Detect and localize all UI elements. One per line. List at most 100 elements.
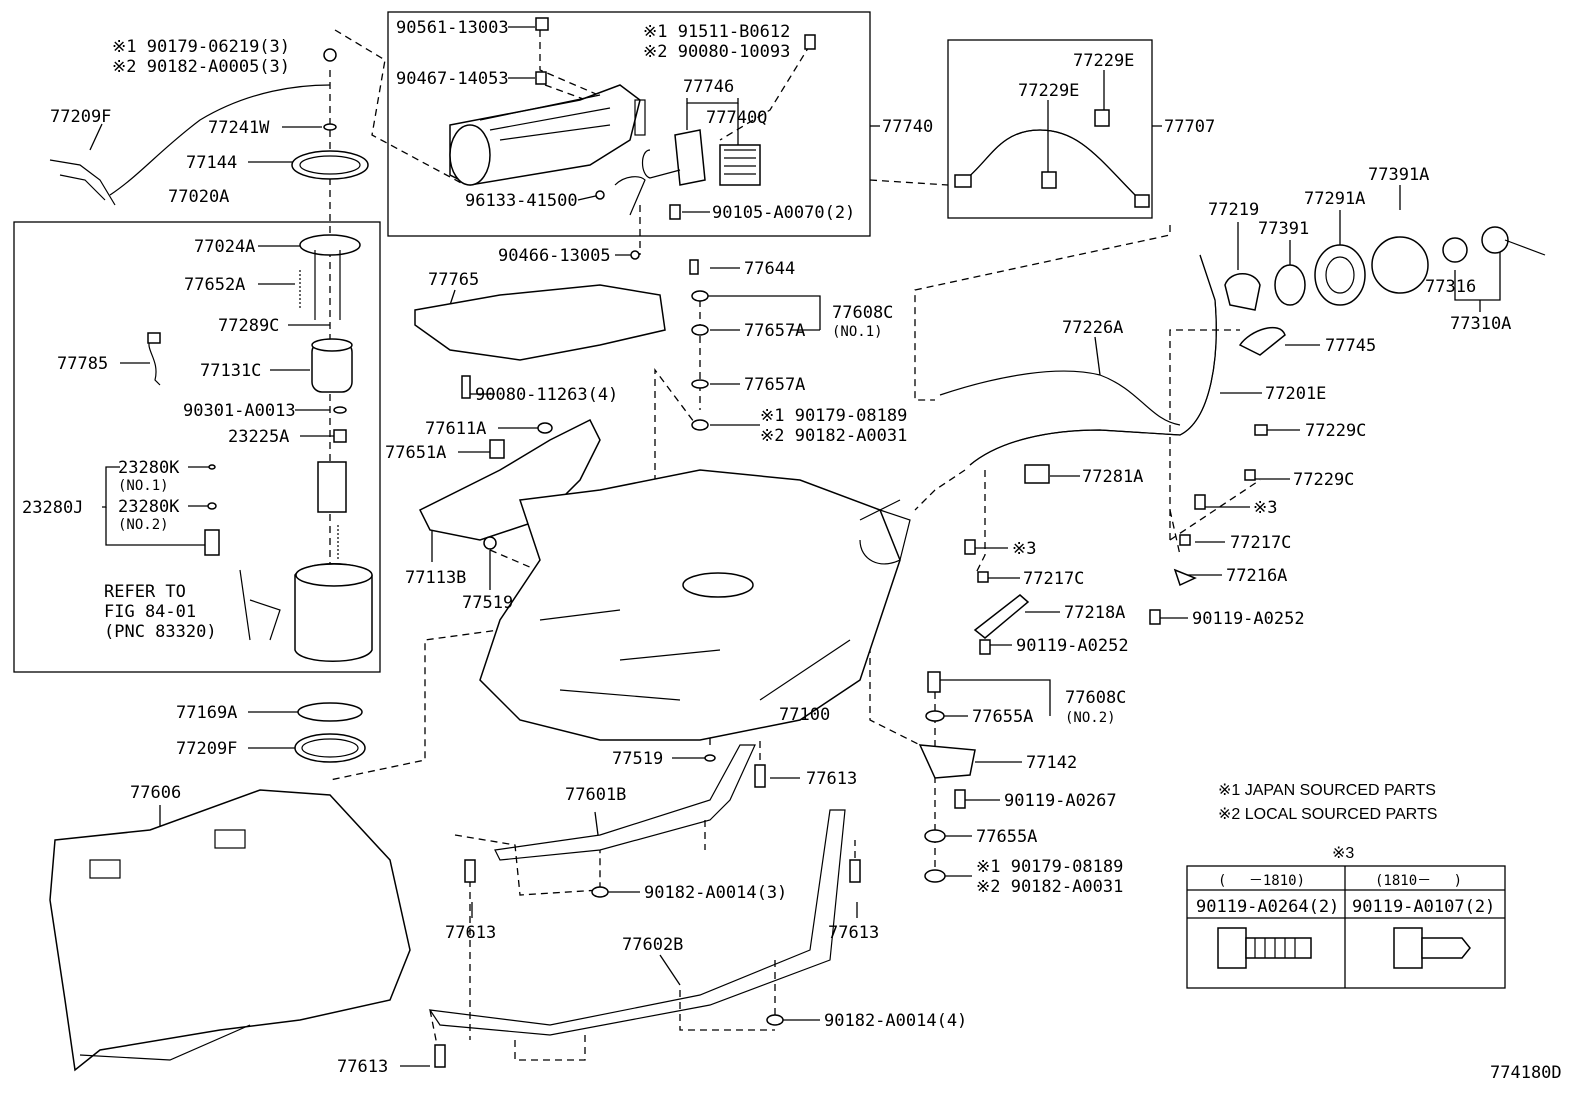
part-label: 77765 [428,270,479,290]
fuel-pump-parts [49,48,373,763]
part-label: 90301-A0013 [183,401,296,421]
heat-insulator [973,594,1030,639]
legend-table [1186,865,1506,989]
part-label: 77652A [184,275,245,295]
part-label: ※2 90080-10093 [643,42,790,62]
part-labels: ※1 90179-06219(3) ※2 90182-A0005(3) 7720… [22,18,1511,1077]
filler-opening [1314,244,1366,306]
table-part-col1: 90119-A0264(2) [1196,897,1339,917]
part-label: 77100 [779,705,830,725]
tank-opening [682,572,754,598]
legend-note-local: ※2 LOCAL SOURCED PARTS [1218,806,1437,823]
part-label: 77144 [186,153,237,173]
part-label: 90467-14053 [396,69,509,89]
bolt-thread-icon [1245,937,1312,959]
part-label: (NO.1) [118,478,169,494]
part-label: 96133-41500 [465,191,578,211]
filler-neck [1224,273,1261,311]
part-label: 90119-A0252 [1192,609,1305,629]
part-label: 90561-13003 [396,18,509,38]
part-label: ※1 90179-08189 [976,857,1123,877]
leader-lines [89,26,1501,1067]
table-header-col1: ( －1810) [1218,873,1305,889]
part-label: 77655A [976,827,1037,847]
part-label: 77219 [1208,200,1259,220]
part-label: REFER TO [104,582,186,602]
part-label: ※1 91511-B0612 [643,22,790,42]
fuel-tank [479,469,901,741]
part-label: 77391 [1258,219,1309,239]
part-label: FIG 84-01 [104,602,196,622]
part-label: 77142 [1026,753,1077,773]
retainer-ring [294,733,366,763]
part-label: 90182-A0014(3) [644,883,787,903]
bolt-head-icon [1393,927,1423,969]
part-label: 77740 [882,117,933,137]
part-label: 90080-11263(4) [475,385,618,405]
part-label: (NO.2) [1065,710,1116,726]
vent-hose-parts [954,109,1150,208]
part-label: 77217C [1023,569,1084,589]
part-label: 77608C [832,303,893,323]
part-label: 77241W [208,118,270,138]
part-label: 77281A [1082,467,1143,487]
part-label: 77391A [1368,165,1429,185]
sensor-wire [148,339,161,386]
vent-hose-frame [947,39,1153,219]
part-label: 77601B [565,785,626,805]
part-label: 77613 [806,769,857,789]
harness-wire [109,84,331,196]
part-label: ※1 90179-08189 [760,406,907,426]
part-label: 77746 [683,77,734,97]
part-label: 77310A [1450,314,1511,334]
part-label: 77613 [828,923,879,943]
part-label: 90105-A0070(2) [712,203,855,223]
part-label: ※2 90182-A0031 [976,877,1123,897]
part-label: 23225A [228,427,289,447]
vsv-valve [719,144,761,186]
part-label: 77201E [1265,384,1326,404]
part-label: 77657A [744,375,805,395]
part-label: 77613 [337,1057,388,1077]
part-label: 90119-A0267 [1004,791,1117,811]
part-label: 77611A [425,419,486,439]
part-label: 77229E [1018,81,1079,101]
part-label: 77229C [1293,470,1354,490]
part-label: 77655A [972,707,1033,727]
legend-note-japan: ※1 JAPAN SOURCED PARTS [1218,782,1436,799]
nut-icon [323,48,337,62]
part-label: 90182-A0014(4) [824,1011,967,1031]
lock-ring [291,150,369,180]
part-label: 77316 [1425,277,1476,297]
part-label: 77024A [194,237,255,257]
part-label: 77740Q [706,108,767,128]
part-label: 77289C [218,316,279,336]
part-label: 77131C [200,361,261,381]
insulator [418,418,601,541]
canister-assembly-frame [387,11,871,237]
fuel-pump-assembly-frame [13,221,381,673]
part-label: 77229C [1305,421,1366,441]
tank-band-1 [494,744,756,861]
part-label: ※2 90182-A0005(3) [112,57,290,77]
part-label: 77644 [744,259,795,279]
harness-connector [49,159,116,206]
part-label: 77613 [445,923,496,943]
part-label: ※3 [1253,498,1277,518]
part-label: 23280K [118,497,180,517]
legend: ※1 JAPAN SOURCED PARTS ※2 LOCAL SOURCED … [1196,782,1495,917]
bolt-thread-icon [1421,937,1471,959]
table-header-col2: (1810－ ) [1375,873,1462,889]
part-label: 90119-A0252 [1016,636,1129,656]
fuel-pump [317,461,347,513]
diagram-id: 774180D [1490,1063,1562,1083]
bracket [918,744,976,779]
tank-band-2 [428,809,846,1036]
part-label: 90466-13005 [498,246,611,266]
part-label: (NO.1) [832,324,883,340]
part-label: 77216A [1226,566,1287,586]
part-label: (NO.2) [118,517,169,533]
part-label: 77209F [176,739,237,759]
part-label: 77218A [1064,603,1125,623]
